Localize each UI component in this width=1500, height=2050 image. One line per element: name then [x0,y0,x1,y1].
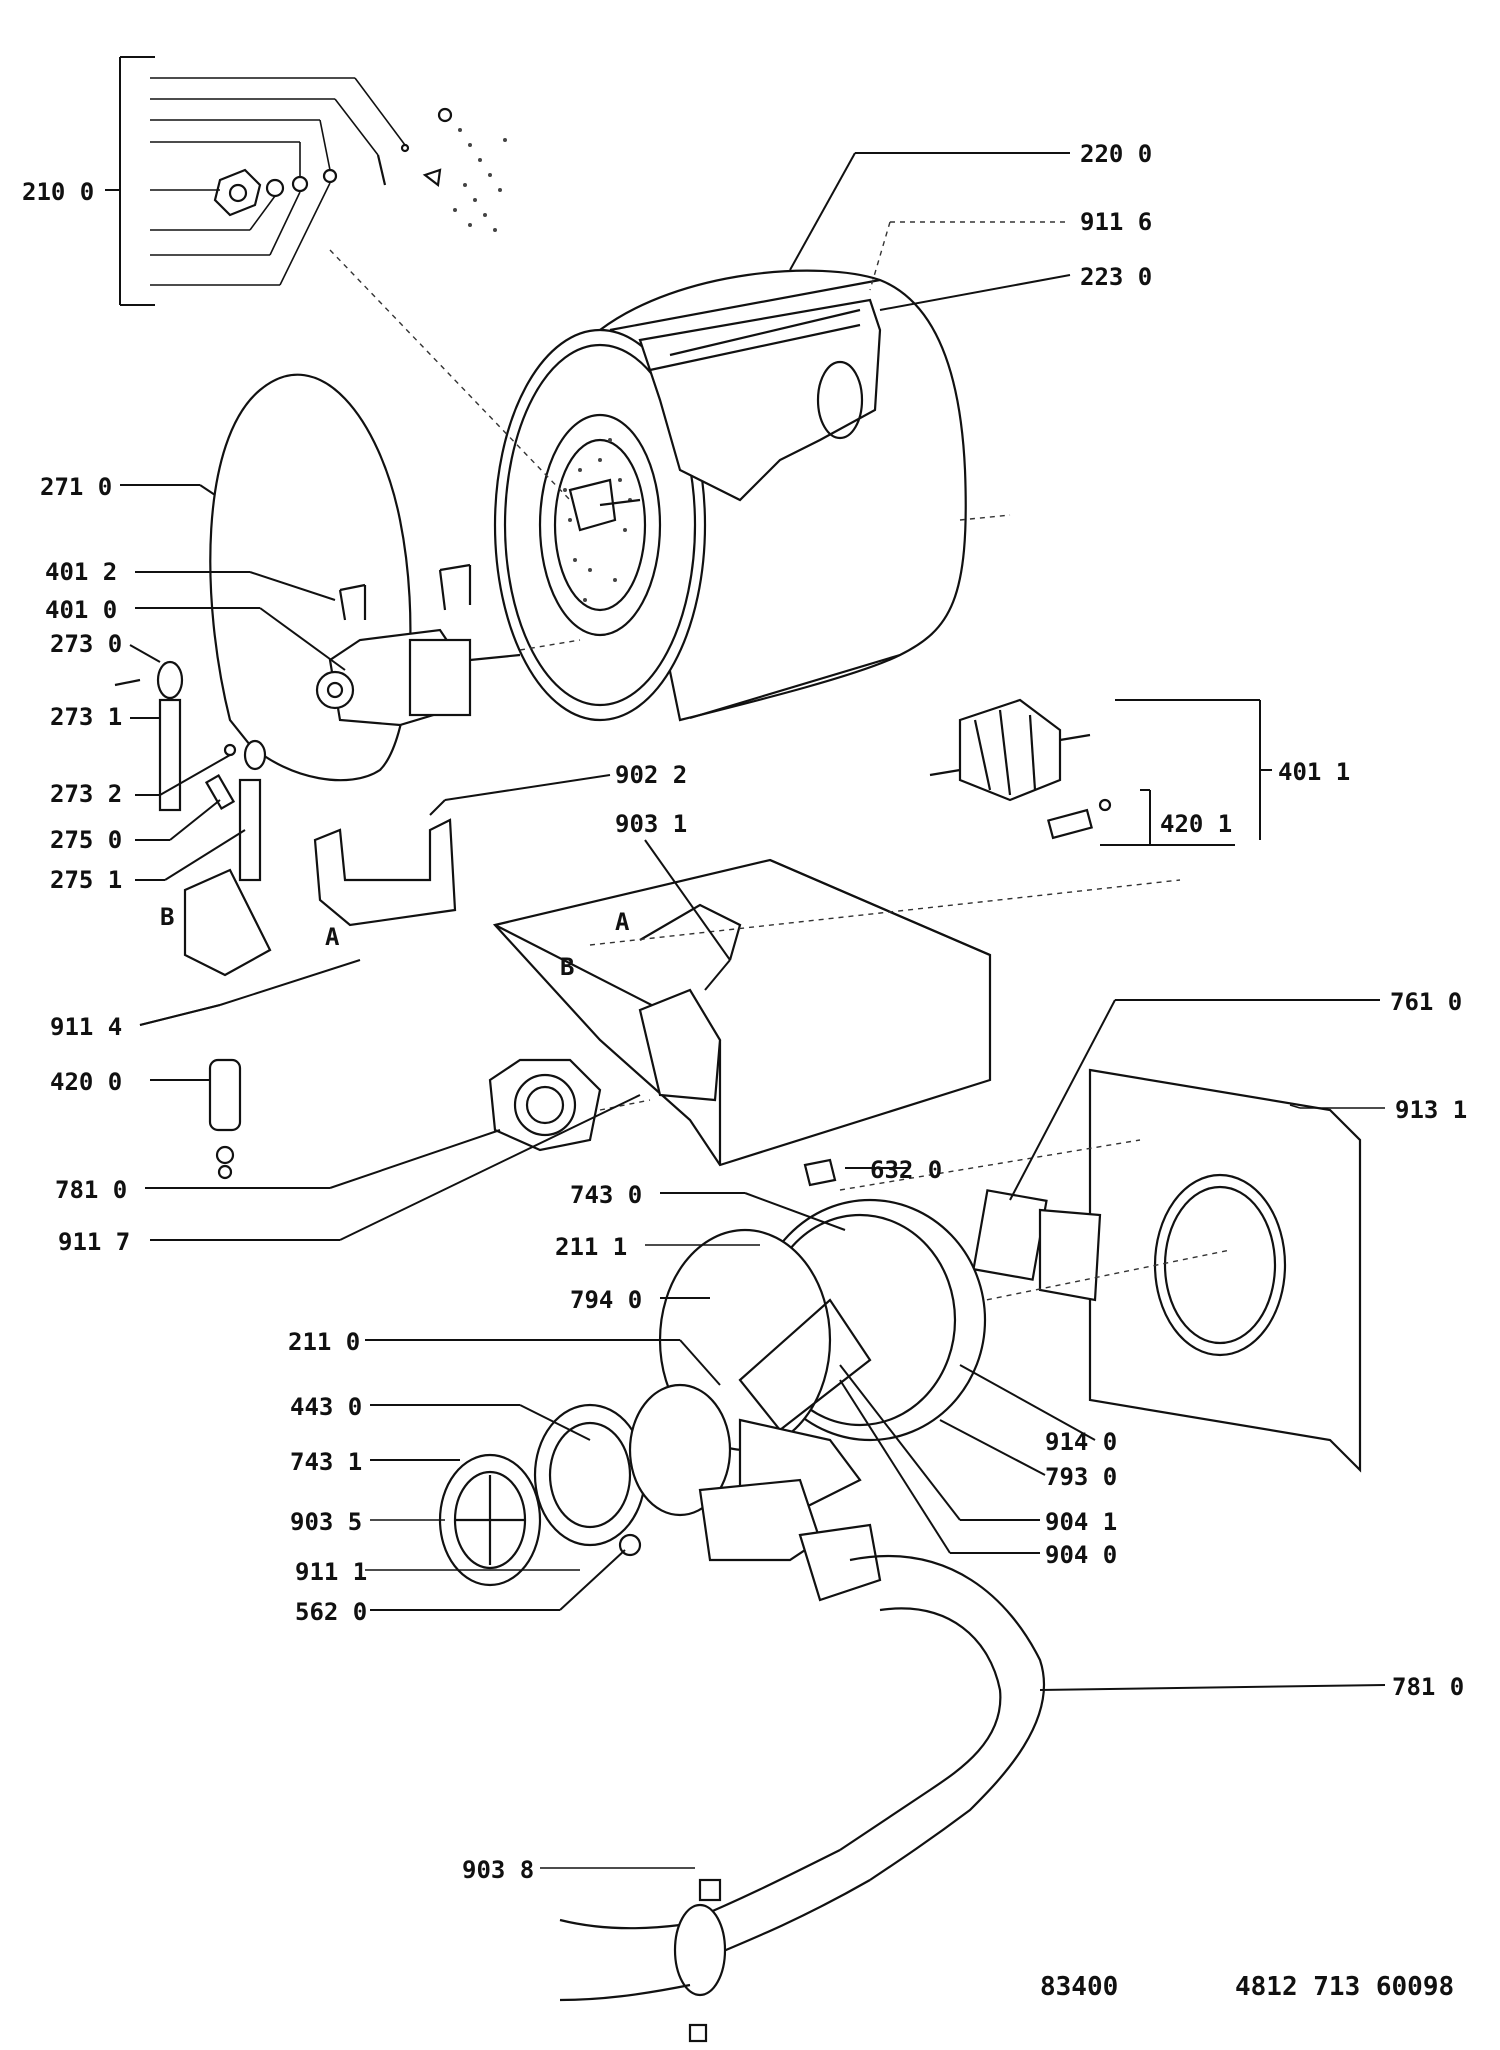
motor [315,563,581,727]
label-223-0: 223 0 [1080,263,1152,291]
label-903-5: 903 5 [290,1508,362,1536]
fan-motor [929,698,1112,840]
label-914-0: 914 0 [1045,1428,1117,1456]
label-903-8: 903 8 [462,1856,534,1884]
label-273-1: 273 1 [50,703,122,731]
label-b-pan: B [560,953,574,981]
label-761-0: 761 0 [1390,988,1462,1016]
bearing-assembly [213,107,571,501]
leader-lines [105,56,1386,1869]
fan-housing-upper [488,1058,651,1152]
label-911-7: 911 7 [58,1228,130,1256]
label-210-0: 210 0 [22,178,94,206]
label-781-0-upper: 781 0 [55,1176,127,1204]
label-401-1: 401 1 [1278,758,1350,786]
label-401-0: 401 0 [45,596,117,624]
label-911-6: 911 6 [1080,208,1152,236]
exhaust-hose [559,1523,1046,2043]
label-420-0: 420 0 [50,1068,122,1096]
label-420-1: 420 1 [1160,810,1232,838]
base-pan [492,858,1181,1167]
part-number: 4812 713 60098 [1235,1972,1454,2002]
fan-housing [658,1158,987,1512]
capacitor [208,1058,242,1180]
label-273-0: 273 0 [50,630,122,658]
label-913-1: 913 1 [1395,1096,1467,1124]
drive-belt [209,373,412,782]
label-781-0-lower: 781 0 [1392,1673,1464,1701]
label-903-1: 903 1 [615,810,687,838]
label-443-0: 443 0 [290,1393,362,1421]
label-632-0: 632 0 [870,1156,942,1184]
label-211-1: 211 1 [555,1233,627,1261]
label-401-2: 401 2 [45,558,117,586]
label-211-0: 211 0 [288,1328,360,1356]
label-a-pan: A [615,908,630,936]
label-794-0: 794 0 [570,1286,642,1314]
blower [438,1383,822,1587]
label-220-0: 220 0 [1080,140,1152,168]
label-743-1: 743 1 [290,1448,362,1476]
label-904-0: 904 0 [1045,1541,1117,1569]
drum [493,269,1011,722]
label-275-1: 275 1 [50,866,122,894]
label-911-1: 911 1 [295,1558,367,1586]
diagram-code: 83400 [1040,1972,1118,2002]
label-793-0: 793 0 [1045,1463,1117,1491]
label-743-0: 743 0 [570,1181,642,1209]
label-a-left: A [325,923,340,951]
front-panel [839,1068,1362,1473]
tensioner [114,660,457,977]
label-911-4: 911 4 [50,1013,122,1041]
label-b-left: B [160,903,174,931]
label-275-0: 275 0 [50,826,122,854]
label-271-0: 271 0 [40,473,112,501]
label-562-0: 562 0 [295,1598,367,1626]
label-902-2: 902 2 [615,761,687,789]
label-273-2: 273 2 [50,780,122,808]
part-labels: 210 0 220 0 911 6 223 0 271 0 401 2 401 … [22,140,1467,1884]
label-904-1: 904 1 [1045,1508,1117,1536]
